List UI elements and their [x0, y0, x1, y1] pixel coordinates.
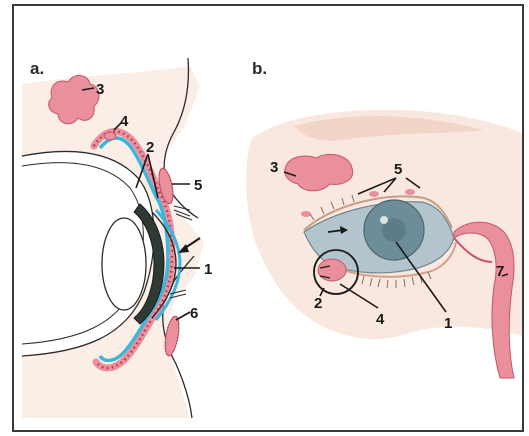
- panel-a: a. 3 4 2 5 1 6: [22, 58, 212, 418]
- callout-b-2: 2: [314, 295, 322, 312]
- accessory-gland-b-1: [301, 211, 311, 217]
- panel-b-label: b.: [252, 59, 267, 78]
- iris-highlight: [380, 216, 388, 224]
- callout-b-1: 1: [444, 315, 452, 332]
- callout-b-4: 5: [394, 161, 402, 178]
- accessory-gland-b-2: [369, 191, 379, 197]
- diagram-canvas: a. 3 4 2 5 1 6: [14, 6, 524, 432]
- callout-a-4: 4: [120, 113, 129, 130]
- figure-frame: a. 3 4 2 5 1 6: [12, 4, 524, 432]
- lens: [102, 218, 146, 310]
- callout-a-6: 6: [190, 305, 198, 322]
- callout-a-5: 5: [194, 177, 202, 194]
- callout-b-5: 4: [376, 311, 385, 328]
- accessory-gland-a-4: [104, 132, 116, 140]
- callout-a-3: 3: [96, 81, 104, 98]
- accessory-gland-b-3: [405, 189, 415, 195]
- caruncle-gland: [318, 259, 346, 281]
- panel-b: b. 3 5 1 2 4 7: [246, 59, 524, 378]
- panel-a-label: a.: [30, 59, 44, 78]
- callout-b-7: 7: [496, 263, 504, 280]
- callout-a-2: 2: [146, 139, 154, 156]
- callout-b-3: 3: [270, 159, 278, 176]
- leader-a-6: [176, 312, 190, 320]
- callout-a-1: 1: [204, 261, 212, 278]
